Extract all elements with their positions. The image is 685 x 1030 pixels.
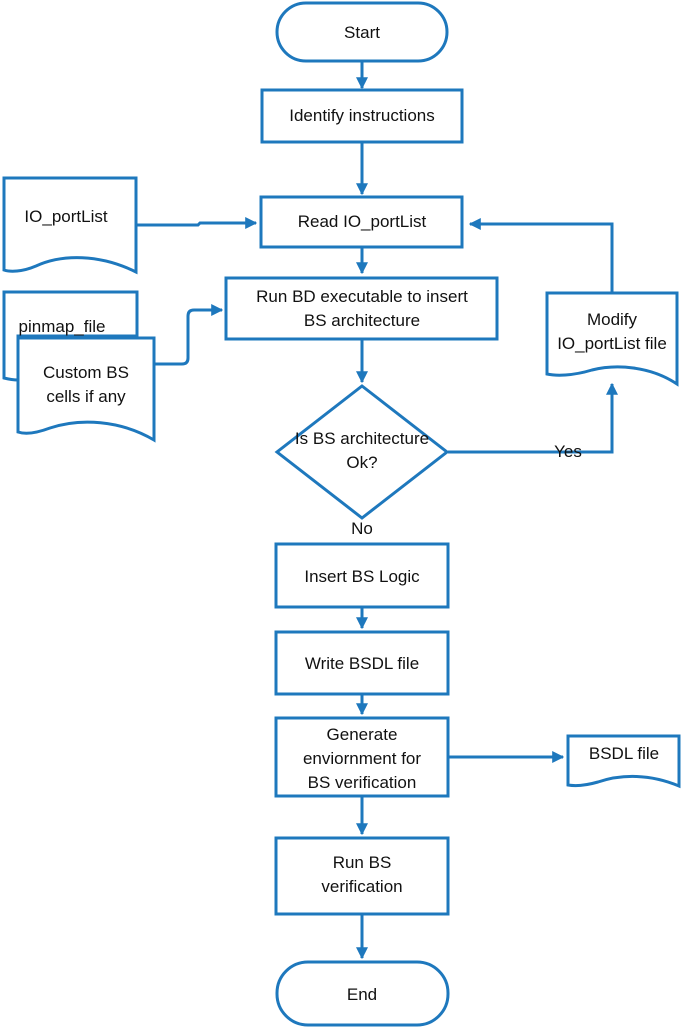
run-bd-label-line1: Run BD executable to insert	[256, 287, 468, 306]
start-label: Start	[344, 23, 380, 42]
insert-bs-logic-label: Insert BS Logic	[304, 567, 420, 586]
end-label: End	[347, 985, 377, 1004]
bsdl-doc-label: BSDL file	[589, 744, 659, 763]
bsdl-file-document: BSDL file	[566, 734, 681, 789]
pinmap-file-document: pinmap_file	[2, 290, 139, 382]
no-edge-label: No	[351, 519, 373, 538]
ioportlist-document: IO_portList	[2, 176, 138, 275]
modify-ioportlist-document: Modify IO_portList file	[545, 291, 679, 387]
write-bsdl-process: Write BSDL file	[274, 630, 450, 696]
decision-label-line2: Ok?	[346, 453, 377, 472]
decision-label-line1: Is BS architecture	[295, 429, 429, 448]
insert-bs-logic-process: Insert BS Logic	[274, 542, 450, 609]
edges	[136, 62, 618, 960]
write-bsdl-label: Write BSDL file	[305, 654, 419, 673]
pinmap-doc-label: pinmap_file	[19, 317, 106, 336]
identify-instructions-label: Identify instructions	[289, 106, 435, 125]
run-bd-label-line2: BS architecture	[304, 311, 420, 330]
edge-custom-runbd	[155, 304, 224, 366]
run-bs-verification-process: Run BS verification	[274, 836, 450, 916]
run-verif-label-line2: verification	[321, 877, 402, 896]
run-bd-executable-process: Run BD executable to insert BS architect…	[224, 276, 499, 341]
read-ioportlist-label: Read IO_portList	[298, 212, 427, 231]
modify-label-line2: IO_portList file	[557, 334, 667, 353]
yes-edge-label: Yes	[554, 442, 582, 461]
edge-ioportlist-read	[136, 217, 258, 229]
edge-modify-read	[468, 218, 614, 292]
run-verif-label-line1: Run BS	[333, 853, 392, 872]
custom-bs-label-line2: cells if any	[46, 387, 126, 406]
generate-environment-process: Generate enviornment for BS verification	[274, 716, 450, 798]
custom-bs-cells-document: Custom BS cells if any	[16, 336, 156, 443]
edge-decision-modify-yes	[448, 382, 618, 454]
generate-label-line3: BS verification	[308, 773, 417, 792]
generate-label-line1: Generate	[327, 725, 398, 744]
ioportlist-doc-label: IO_portList	[24, 207, 107, 226]
end-terminal: End	[275, 960, 450, 1027]
custom-bs-label-line1: Custom BS	[43, 363, 129, 382]
bs-architecture-decision: Is BS architecture Ok?	[274, 384, 450, 520]
modify-label-line1: Modify	[587, 310, 638, 329]
read-ioportlist-process: Read IO_portList	[259, 195, 464, 249]
identify-instructions-process: Identify instructions	[260, 88, 464, 144]
generate-label-line2: enviornment for	[303, 749, 421, 768]
start-terminal: Start	[275, 1, 449, 63]
